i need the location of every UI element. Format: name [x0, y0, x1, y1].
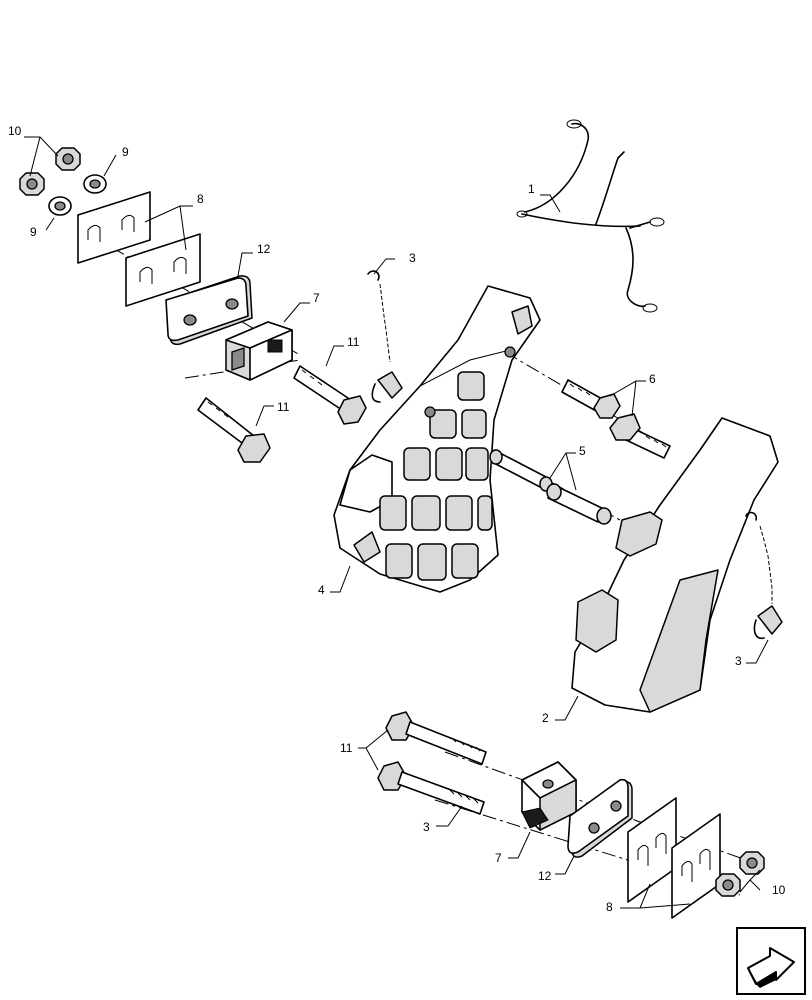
callout-10-bottom: 10 — [772, 883, 786, 897]
bracket-cover-part-2 — [571, 417, 779, 713]
bolt-part-11-top-left — [197, 397, 271, 463]
callout-9-upper: 9 — [122, 145, 129, 159]
callout-3-bottom: 3 — [423, 820, 430, 834]
nuts-part-10-top — [19, 147, 81, 196]
bolt-part-11-top-right — [293, 365, 367, 425]
shims-part-8-top — [77, 191, 201, 307]
leader-lines — [24, 136, 769, 909]
callout-11-top-a: 11 — [347, 335, 360, 349]
hitch-bracket-part-4 — [333, 285, 541, 593]
callout-7-bottom: 7 — [495, 851, 502, 865]
bolt-part-11-bottom — [385, 711, 487, 765]
callout-2: 2 — [542, 711, 549, 725]
callout-12-top: 12 — [257, 242, 271, 256]
callout-5: 5 — [579, 444, 586, 458]
bolts-part-6 — [561, 379, 671, 459]
callout-11-top-b: 11 — [277, 400, 290, 414]
callout-8-top: 8 — [197, 192, 204, 206]
next-page-arrow-icon[interactable] — [736, 927, 806, 995]
shims-part-8-bottom — [627, 797, 721, 919]
bracket-window-cells — [379, 371, 493, 581]
callout-3-top: 3 — [409, 251, 416, 265]
plate-part-12-bottom — [567, 778, 633, 858]
callout-10-top: 10 — [8, 124, 22, 138]
lynch-pin-part-3-top — [367, 270, 403, 403]
callout-labels: 10 9 9 8 12 7 11 11 3 1 6 5 4 2 3 11 3 7… — [8, 124, 786, 914]
callout-1: 1 — [528, 182, 535, 196]
callout-6: 6 — [649, 372, 656, 386]
block-part-7-bottom — [521, 761, 577, 831]
washers-part-9-top — [48, 174, 107, 216]
block-part-7-top — [225, 321, 293, 381]
callout-7-top: 7 — [313, 291, 320, 305]
callout-11-bottom: 11 — [340, 741, 353, 755]
callout-12-bottom: 12 — [538, 869, 552, 883]
bolt-part-3-bottom — [377, 761, 485, 815]
lynch-pin-part-3-right — [745, 511, 783, 640]
wire-cable-part-1 — [516, 119, 665, 313]
pins-part-5 — [489, 449, 612, 525]
callout-9-lower: 9 — [30, 225, 37, 239]
callout-8-bottom: 8 — [606, 900, 613, 914]
nuts-part-10-bottom — [715, 851, 765, 897]
callout-3-right: 3 — [735, 654, 742, 668]
callout-4: 4 — [318, 583, 325, 597]
plate-part-12-top — [165, 275, 253, 346]
